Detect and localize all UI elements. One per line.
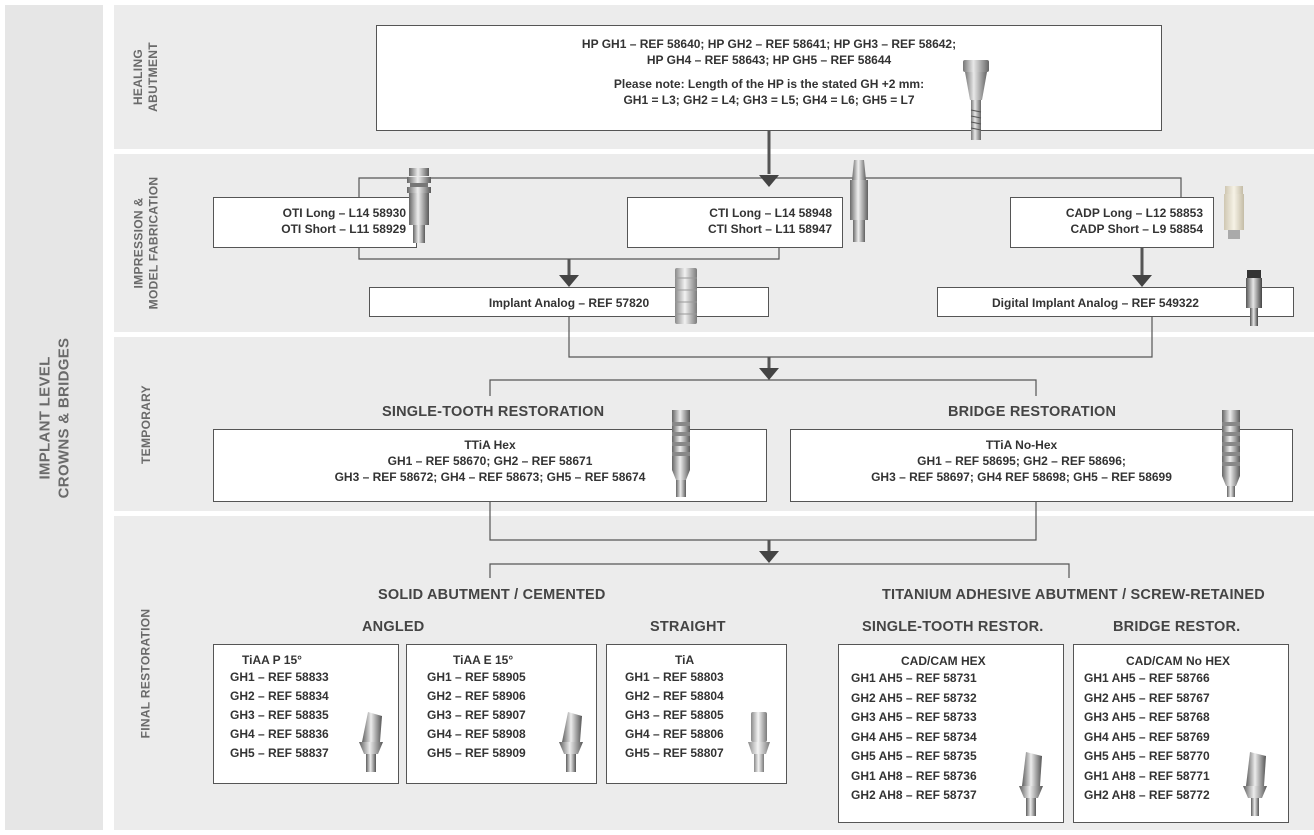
bridge-restor-heading: BRIDGE RESTOR. [1113, 619, 1241, 635]
tiaa-e-abutment-icon [559, 712, 583, 772]
angled-heading: ANGLED [362, 619, 425, 635]
implant-analog-box: Implant Analog – REF 57820 [369, 287, 769, 317]
branch-final [489, 563, 1070, 578]
side-band [5, 5, 103, 830]
tiaa-p-item-2: GH2 – REF 58834 [230, 689, 329, 703]
healing-note-1: Please note: Length of the HP is the sta… [613, 77, 925, 91]
cadcam-nohex-item-5: GH5 AH5 – REF 58770 [1084, 749, 1210, 763]
digital-analog-box: Digital Implant Analog – REF 549322 [937, 287, 1294, 317]
healing-box: HP GH1 – REF 58640; HP GH2 – REF 58641; … [376, 25, 1162, 131]
tiaa-p-item-4: GH4 – REF 58836 [230, 727, 329, 741]
cadcam-hex-item-2: GH2 AH5 – REF 58732 [851, 690, 977, 705]
tiaa-p-title: TiAA P 15° [242, 653, 302, 667]
cadcam-nohex-item-3: GH3 AH5 – REF 58768 [1084, 710, 1210, 724]
straight-heading: STRAIGHT [650, 619, 726, 635]
tiaa-e-item-2: GH2 – REF 58906 [427, 689, 526, 703]
tia-title: TiA [675, 653, 695, 667]
arrowhead-3 [1132, 275, 1152, 287]
cadcam-nohex-box: CAD/CAM No HEX GH1 AH5 – REF 58766 GH2 A… [1073, 644, 1289, 823]
cadcam-nohex-item-1: GH1 AH5 – REF 58766 [1084, 671, 1210, 685]
tiaa-e-item-4: GH4 – REF 58908 [427, 727, 526, 741]
cti-impression-post-icon [850, 160, 868, 242]
arrowhead-1 [759, 175, 779, 187]
merge-analogs [568, 317, 1153, 358]
cadcam-nohex-item-2: GH2 AH5 – REF 58767 [1084, 690, 1210, 705]
tiaa-e-title: TiAA E 15° [453, 653, 514, 667]
ttia-hex-icon [672, 410, 690, 497]
branch-temporary [489, 379, 1037, 396]
tia-item-2: GH2 – REF 58804 [625, 689, 724, 703]
temp-bridge-heading: BRIDGE RESTORATION [948, 404, 1117, 420]
merge-oti-cti [358, 248, 780, 260]
ttia-nohex-line-2: GH3 – REF 58697; GH4 REF 58698; GH5 – RE… [871, 470, 1172, 484]
ttia-nohex-box: TTiA No-Hex GH1 – REF 58695; GH2 – REF 5… [790, 429, 1293, 502]
cadp-box: CADP Long – L12 58853 CADP Short – L9 58… [1010, 197, 1214, 248]
tiaa-p-abutment-icon [359, 712, 383, 772]
tia-item-4: GH4 – REF 58806 [625, 727, 724, 741]
ttia-nohex-icon [1222, 410, 1240, 497]
tiaa-p-item-1: GH1 – REF 58833 [230, 670, 329, 684]
tiaa-e-item-1: GH1 – REF 58905 [427, 670, 526, 684]
cadcam-nohex-title: CAD/CAM No HEX [1126, 654, 1230, 668]
cti-short: CTI Short – L11 58947 [707, 222, 832, 236]
tiaa-e-box: TiAA E 15° GH1 – REF 58905 GH2 – REF 589… [406, 644, 597, 784]
cadcam-nohex-item-4: GH4 AH5 – REF 58769 [1084, 729, 1210, 744]
healing-line-1: HP GH1 – REF 58640; HP GH2 – REF 58641; … [581, 37, 957, 51]
cadcam-hex-title: CAD/CAM HEX [901, 654, 986, 668]
digital-analog-icon [1246, 270, 1262, 326]
solid-abutment-heading: SOLID ABUTMENT / CEMENTED [378, 587, 606, 603]
temp-single-heading: SINGLE-TOOTH RESTORATION [382, 404, 605, 420]
cadcam-nohex-item-6: GH1 AH8 – REF 58771 [1084, 768, 1210, 783]
arrowhead-2 [559, 275, 579, 287]
single-tooth-restor-heading: SINGLE-TOOTH RESTOR. [862, 619, 1044, 635]
healing-line-2: HP GH4 – REF 58643; HP GH5 – REF 58644 [646, 53, 892, 67]
oti-box: OTI Long – L14 58930 OTI Short – L11 589… [213, 197, 417, 248]
cadcam-nohex-abutment-icon [1243, 752, 1267, 816]
tia-item-1: GH1 – REF 58803 [625, 670, 724, 684]
healing-note-2: GH1 = L3; GH2 = L4; GH3 = L5; GH4 = L6; … [623, 93, 915, 107]
arrowhead-4 [759, 368, 779, 380]
oti-short: OTI Short – L11 58929 [281, 222, 406, 236]
tia-abutment-icon [748, 712, 770, 772]
cadcam-hex-box: CAD/CAM HEX GH1 AH5 – REF 58731 GH2 AH5 … [838, 644, 1064, 823]
cti-long: CTI Long – L14 58948 [709, 206, 832, 220]
cadp-long: CADP Long – L12 58853 [1065, 206, 1203, 220]
ttia-hex-title: TTiA Hex [464, 438, 516, 452]
tiaa-p-item-3: GH3 – REF 58835 [230, 708, 329, 722]
cadp-short: CADP Short – L9 58854 [1070, 222, 1204, 236]
cadcam-hex-item-7: GH2 AH8 – REF 58737 [851, 788, 977, 802]
tia-item-5: GH5 – REF 58807 [625, 746, 724, 760]
cadp-scanbody-icon [1224, 186, 1244, 239]
tiaa-e-item-3: GH3 – REF 58907 [427, 708, 526, 722]
cadcam-hex-abutment-icon [1019, 752, 1043, 816]
healing-abutment-icon [963, 60, 989, 140]
ttia-nohex-title: TTiA No-Hex [985, 438, 1058, 452]
merge-temporary [489, 502, 1037, 541]
ttia-hex-line-2: GH3 – REF 58672; GH4 – REF 58673; GH5 – … [334, 470, 646, 484]
implant-analog-label: Implant Analog – REF 57820 [488, 296, 650, 310]
digital-analog-label: Digital Implant Analog – REF 549322 [992, 296, 1199, 310]
arrowhead-5 [759, 551, 779, 563]
cadcam-hex-item-6: GH1 AH8 – REF 58736 [851, 768, 977, 783]
tiaa-e-item-5: GH5 – REF 58909 [427, 746, 526, 760]
implant-analog-icon [675, 268, 697, 324]
cadcam-hex-item-1: GH1 AH5 – REF 58731 [851, 671, 977, 685]
cadcam-nohex-item-7: GH2 AH8 – REF 58772 [1084, 788, 1210, 802]
oti-long: OTI Long – L14 58930 [282, 206, 406, 220]
oti-impression-post-icon [407, 168, 431, 243]
cadcam-hex-item-3: GH3 AH5 – REF 58733 [851, 710, 977, 724]
ttia-nohex-line-1: GH1 – REF 58695; GH2 – REF 58696; [917, 454, 1126, 468]
tiaa-p-item-5: GH5 – REF 58837 [230, 746, 329, 760]
titanium-adhesive-heading: TITANIUM ADHESIVE ABUTMENT / SCREW-RETAI… [882, 587, 1265, 603]
cadcam-hex-item-5: GH5 AH5 – REF 58735 [851, 749, 977, 763]
ttia-hex-line-1: GH1 – REF 58670; GH2 – REF 58671 [387, 454, 593, 468]
tia-item-3: GH3 – REF 58805 [625, 708, 724, 722]
cti-box: CTI Long – L14 58948 CTI Short – L11 589… [627, 197, 843, 248]
cadcam-hex-item-4: GH4 AH5 – REF 58734 [851, 729, 977, 744]
